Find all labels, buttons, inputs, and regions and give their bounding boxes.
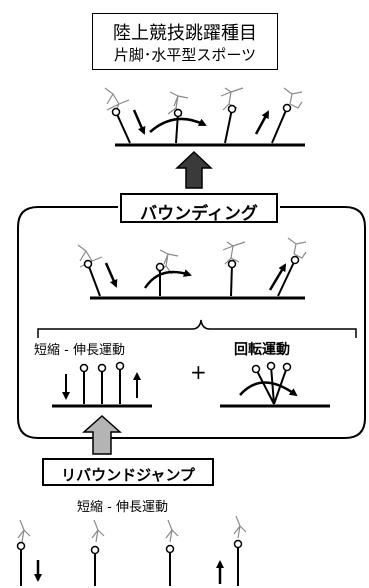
left-joint-1	[79, 363, 89, 373]
bottom-joint-2	[90, 545, 100, 555]
middle-arrow-rotate	[143, 269, 192, 289]
top-leg-1	[115, 111, 131, 144]
bottom-joint-3	[165, 544, 175, 554]
header-subtitle: 片脚･水平型スポーツ	[113, 46, 257, 64]
bounding-label-box: バウンディング	[120, 193, 278, 224]
up-arrow-light	[82, 414, 122, 455]
right-leg-2	[270, 365, 275, 405]
top-stick-figures	[104, 87, 305, 147]
top-arrow-down	[132, 109, 146, 135]
bottom-figure-4-sketch	[233, 515, 247, 539]
right-joint-3	[282, 362, 292, 372]
middle-figure-4-sketch	[287, 237, 307, 259]
bounding-label: バウンディング	[140, 204, 258, 224]
middle-arrow-up	[268, 263, 287, 291]
right-component-figures	[220, 361, 330, 408]
top-leg-2	[175, 112, 179, 144]
bottom-joint-4	[233, 539, 243, 549]
left-joint-2	[97, 363, 107, 373]
header-box: 陸上競技跳躍種目 片脚･水平型スポーツ	[92, 13, 278, 70]
right-arrow-rotate	[239, 381, 298, 397]
middle-joint-2	[155, 262, 165, 272]
top-joint-1	[111, 107, 121, 117]
middle-leg-3	[230, 263, 233, 297]
bottom-joint-1	[16, 541, 26, 551]
top-figure-1-sketch	[104, 87, 130, 113]
top-joint-3	[227, 104, 237, 114]
middle-leg-4	[277, 259, 296, 297]
left-joint-3	[115, 361, 125, 371]
bottom-figure-2-sketch	[91, 519, 105, 543]
right-joint-1	[251, 364, 261, 374]
middle-arrow-down	[104, 262, 118, 288]
rebound-label-box: リバウンドジャンプ	[42, 458, 214, 486]
top-figure-3-sketch	[220, 87, 244, 111]
right-motion-label: 回転運動	[234, 342, 290, 358]
header-title: 陸上競技跳躍種目	[113, 23, 257, 44]
bottom-stick-figures	[16, 515, 247, 586]
top-arrow-rotate	[149, 117, 207, 133]
middle-joint-1	[83, 259, 93, 269]
right-leg-1	[255, 368, 275, 405]
top-leg-4	[271, 107, 288, 144]
bounding-container	[17, 206, 366, 439]
top-joint-2	[173, 108, 183, 118]
top-figure-2-sketch	[167, 91, 189, 117]
middle-figure-2-sketch	[157, 249, 179, 275]
split-brace	[37, 319, 357, 338]
middle-joint-4	[290, 255, 300, 265]
middle-stick-figures	[77, 237, 307, 300]
top-figure-4-sketch	[283, 87, 303, 109]
left-component-figures	[52, 361, 152, 408]
top-leg-3	[224, 108, 233, 144]
rebound-label: リバウンドジャンプ	[61, 466, 195, 484]
middle-leg-1	[87, 263, 101, 297]
bottom-figure-1-sketch	[17, 519, 31, 543]
bottom-figure-3-sketch	[165, 519, 179, 543]
top-joint-4	[282, 103, 292, 113]
middle-figure-1-sketch	[77, 244, 103, 270]
middle-joint-3	[227, 259, 237, 269]
right-joint-2	[266, 361, 276, 371]
top-arrow-up	[254, 110, 270, 135]
middle-figure-3-sketch	[222, 241, 246, 265]
plus-sign: +	[190, 360, 207, 384]
rebound-sub-label: 短縮 - 伸長運動	[77, 500, 168, 515]
up-arrow-dark	[175, 150, 213, 189]
left-motion-label: 短縮 - 伸長運動	[34, 343, 125, 358]
